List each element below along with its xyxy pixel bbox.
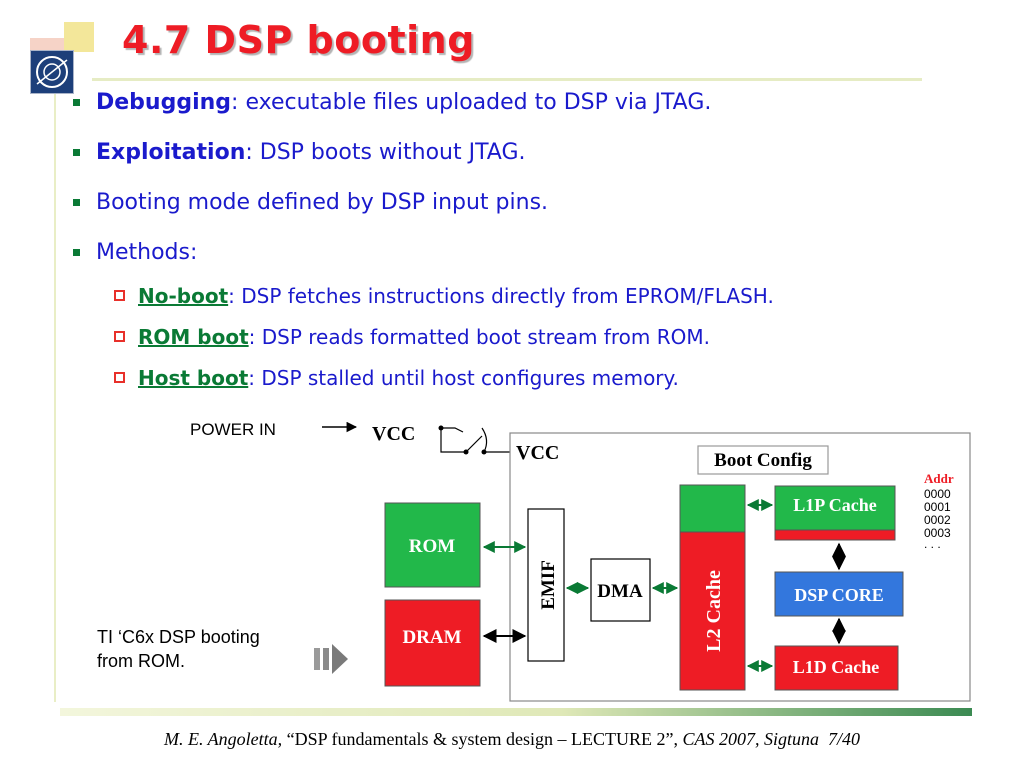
corner-decoration-yellow — [64, 22, 94, 52]
switch-wire — [440, 428, 466, 453]
switch-lever — [465, 435, 483, 453]
bullet-list: Debugging: executable files uploaded to … — [70, 90, 774, 414]
bullet-item: Debugging: executable files uploaded to … — [70, 90, 711, 140]
bullet-item: Exploitation: DSP boots without JTAG. — [70, 140, 711, 190]
bullet-item: Methods: — [70, 240, 711, 284]
square-bullet-icon — [73, 249, 80, 256]
footer-lecture: “DSP fundamentals & system design – LECT… — [282, 729, 678, 749]
method-text: : DSP stalled until host configures memo… — [248, 366, 679, 390]
footer-author: M. E. Angoletta, — [164, 729, 283, 749]
square-bullet-icon — [73, 199, 80, 206]
rom-label: ROM — [409, 536, 456, 557]
slide-title: 4.7 DSP booting — [122, 18, 475, 62]
address-value: 0000 — [924, 487, 951, 501]
cern-logo-icon — [30, 50, 74, 94]
bullet-keyword: Exploitation — [96, 140, 246, 165]
square-bullet-icon — [73, 99, 80, 106]
l2-cache-boot-region — [679, 484, 746, 533]
method-item: Host boot: DSP stalled until host config… — [110, 366, 774, 407]
bullet-item: Booting mode defined by DSP input pins. — [70, 190, 711, 240]
switch-wire — [443, 427, 464, 433]
switch-node — [481, 449, 487, 455]
hollow-square-bullet-icon — [114, 331, 125, 342]
hollow-square-bullet-icon — [114, 290, 125, 301]
method-text: : DSP fetches instructions directly from… — [228, 284, 774, 308]
caption-line: TI ‘C6x DSP booting — [97, 627, 260, 647]
address-header: Addr — [924, 471, 954, 486]
bullet-text: : executable files uploaded to DSP via J… — [231, 90, 712, 115]
method-item: ROM boot: DSP reads formatted boot strea… — [110, 325, 774, 366]
caption-line: from ROM. — [97, 651, 185, 671]
power-in-label: POWER IN — [190, 420, 276, 439]
dsp-core-label: DSP CORE — [794, 585, 884, 605]
l1d-cache-label: L1D Cache — [793, 657, 880, 677]
diagram-caption: TI ‘C6x DSP booting from ROM. — [97, 625, 260, 673]
method-keyword: No-boot — [138, 284, 229, 308]
dsp-core-block — [774, 571, 904, 617]
bullet-text: Booting mode defined by DSP input pins. — [96, 190, 549, 215]
emif-block — [527, 508, 565, 662]
address-value: 0001 — [924, 500, 951, 514]
dma-label: DMA — [597, 581, 643, 602]
l2-cache-label: L2 Cache — [703, 570, 725, 652]
footer-rule — [60, 708, 972, 716]
left-rule — [54, 82, 56, 702]
methods-container: No-boot: DSP fetches instructions direct… — [70, 284, 774, 414]
method-keyword: Host boot — [138, 366, 249, 390]
hollow-square-bullet-icon — [114, 372, 125, 383]
dram-label: DRAM — [402, 627, 461, 648]
bullet-text: : DSP boots without JTAG. — [245, 140, 526, 165]
pointer-arrow-icon — [314, 644, 348, 674]
bullet-keyword: Debugging — [96, 90, 232, 115]
footer-page-number: 7/40 — [827, 729, 860, 749]
boot-config-box — [697, 445, 829, 475]
vcc-outside-label: VCC — [372, 423, 415, 445]
method-keyword: ROM boot — [138, 325, 249, 349]
boot-config-label: Boot Config — [714, 450, 812, 471]
square-bullet-icon — [73, 149, 80, 156]
switch-arc — [481, 427, 488, 453]
bullet-text: Methods: — [96, 240, 198, 265]
l1p-cache-label: L1P Cache — [793, 495, 877, 515]
l1p-cache-block — [774, 485, 896, 531]
address-ellipsis: . . . — [924, 537, 941, 551]
address-value: 0003 — [924, 526, 951, 540]
l2-cache-block — [679, 531, 746, 691]
l1p-cache-unfilled-region — [774, 529, 896, 541]
dma-block — [590, 558, 651, 622]
emif-label: EMIF — [538, 560, 559, 610]
rom-block — [384, 502, 481, 588]
method-text: : DSP reads formatted boot stream from R… — [248, 325, 710, 349]
footer: M. E. Angoletta, “DSP fundamentals & sys… — [0, 729, 1024, 750]
method-item: No-boot: DSP fetches instructions direct… — [110, 284, 774, 325]
title-rule — [92, 78, 922, 81]
address-value: 0002 — [924, 513, 951, 527]
methods-list: No-boot: DSP fetches instructions direct… — [110, 284, 774, 407]
l1d-cache-block — [774, 645, 899, 691]
dram-block — [384, 599, 481, 687]
footer-event: CAS 2007, Sigtuna — [677, 729, 819, 749]
vcc-inside-label: VCC — [516, 442, 559, 464]
